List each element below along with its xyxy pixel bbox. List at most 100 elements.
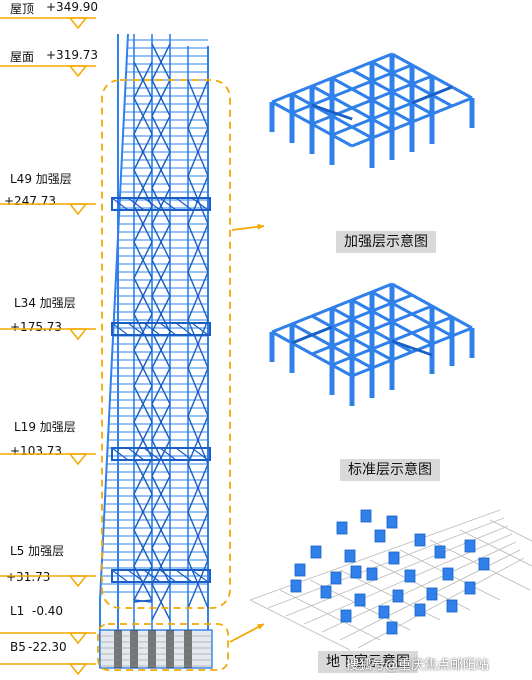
brace [133, 169, 153, 207]
outrigger-brace [127, 569, 145, 583]
level-l1: L1 -0.40 [0, 604, 100, 636]
pier [336, 521, 348, 535]
outrigger-brace [175, 197, 193, 211]
level-triangle [68, 453, 88, 466]
level-triangle [68, 65, 88, 78]
brace [151, 367, 171, 405]
level-elevation: +175.73 [10, 320, 63, 334]
brace [187, 559, 209, 609]
pier [354, 593, 366, 607]
pier [290, 579, 302, 593]
outrigger-brace [159, 197, 177, 211]
reinforced-floor-model [269, 52, 475, 168]
level-name: L19 加强层 [14, 420, 76, 434]
pier [374, 529, 386, 543]
diagonal [291, 325, 333, 345]
pier [442, 567, 454, 581]
brace [151, 115, 171, 153]
outrigger-brace [111, 569, 129, 583]
brace [133, 133, 153, 171]
outrigger-brace [127, 197, 145, 211]
beam [351, 326, 473, 378]
outrigger-belt [111, 569, 211, 583]
brace [133, 529, 153, 567]
outrigger-brace [111, 447, 129, 461]
outrigger-brace [159, 569, 177, 583]
basement-column [184, 630, 192, 668]
diagonal [411, 85, 453, 105]
pier [414, 603, 426, 617]
standard-floor-model [269, 282, 475, 406]
brace [187, 223, 209, 273]
level-triangle [68, 575, 88, 588]
brace [151, 583, 171, 621]
pier [414, 533, 426, 547]
grid-line [279, 589, 381, 641]
outrigger-brace [191, 197, 209, 211]
grid-line [459, 529, 532, 567]
pier [434, 545, 446, 559]
brace [151, 259, 171, 297]
pier [378, 605, 390, 619]
level-triangle [68, 328, 88, 341]
brace [151, 151, 171, 189]
pier [340, 609, 352, 623]
brace [133, 457, 153, 495]
tower-left-edge [99, 33, 129, 668]
brace [187, 79, 209, 129]
callout-tower-box [101, 79, 231, 609]
brace [133, 599, 153, 603]
outrigger-brace [159, 447, 177, 461]
grid-line [249, 599, 351, 651]
pier [294, 563, 306, 577]
callout-basement-box [97, 623, 229, 671]
brace [133, 97, 153, 135]
brace [151, 511, 171, 549]
outrigger-brace [175, 322, 193, 336]
watermark: 搜狐号@重庆焦点邮阳站 [346, 658, 490, 673]
outrigger-belt [111, 197, 211, 211]
brace [151, 79, 171, 117]
brace [151, 331, 171, 369]
level-name: 屋面 [10, 50, 35, 64]
arrow-to-reinforced-head [257, 223, 264, 230]
outrigger-brace [111, 197, 129, 211]
pier [330, 571, 342, 585]
level-triangle [68, 17, 88, 30]
grid-line [267, 517, 505, 609]
brace [151, 403, 171, 441]
pier [392, 589, 404, 603]
brace [187, 463, 209, 513]
level-roof: 屋顶 +349.90 [0, 0, 100, 32]
brace [187, 271, 209, 321]
diagonal [311, 103, 353, 121]
level-l34: L34 加强层 +175.73 [0, 296, 100, 334]
dashed-callouts [97, 79, 265, 671]
level-name: L49 加强层 [10, 172, 72, 186]
pier [388, 551, 400, 565]
level-l5: L5 加强层 +31.73 [0, 544, 100, 584]
level-markers [0, 17, 96, 676]
beam [311, 304, 433, 356]
level-name: L5 加强层 [10, 544, 65, 558]
pier [320, 585, 332, 599]
brace [187, 367, 209, 417]
pier [386, 515, 398, 529]
pier [426, 587, 438, 601]
brace [151, 43, 171, 81]
arrow-to-basement [229, 623, 265, 643]
caption-reinforced: 加强层示意图 [336, 231, 436, 253]
brace [187, 175, 209, 225]
pier [386, 621, 398, 635]
level-elevation: +319.73 [46, 48, 99, 62]
caption-basement: 地下室示意图 [318, 651, 418, 673]
beam [311, 74, 433, 126]
basement-column [148, 630, 156, 668]
brace [151, 295, 171, 333]
level-elevation: +31.73 [6, 570, 51, 584]
pier [344, 549, 356, 563]
beam [271, 282, 393, 334]
pier [366, 567, 378, 581]
outrigger-brace [191, 569, 209, 583]
